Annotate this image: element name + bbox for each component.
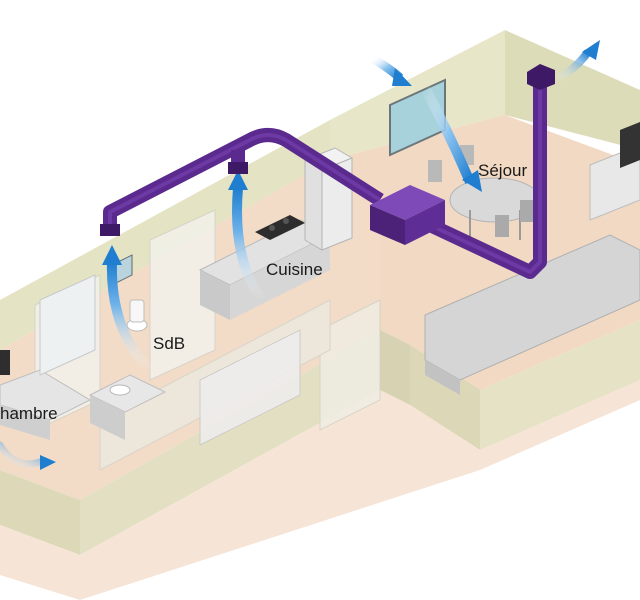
arrow-head-icon: [102, 245, 122, 265]
furniture: [0, 78, 640, 446]
arrow-head-icon: [462, 170, 482, 192]
vmc-unit: [370, 185, 445, 245]
room-label-cuisine: Cuisine: [266, 260, 323, 279]
room-label-sdb: SdB: [153, 334, 186, 353]
arrow-head-icon: [582, 40, 600, 60]
arrow-head-icon: [392, 68, 412, 86]
arrow-head-icon: [40, 455, 56, 470]
duct-network: [100, 64, 555, 279]
cuisine-extract-vent: [228, 162, 248, 174]
airflow-arrows: [0, 40, 600, 470]
room-label-chambre: hambre: [0, 404, 58, 423]
room-label-sejour: Séjour: [478, 161, 528, 180]
arrow-head-icon: [228, 170, 248, 190]
roof-outlet: [527, 64, 555, 90]
sdb-extract-vent: [100, 224, 120, 236]
